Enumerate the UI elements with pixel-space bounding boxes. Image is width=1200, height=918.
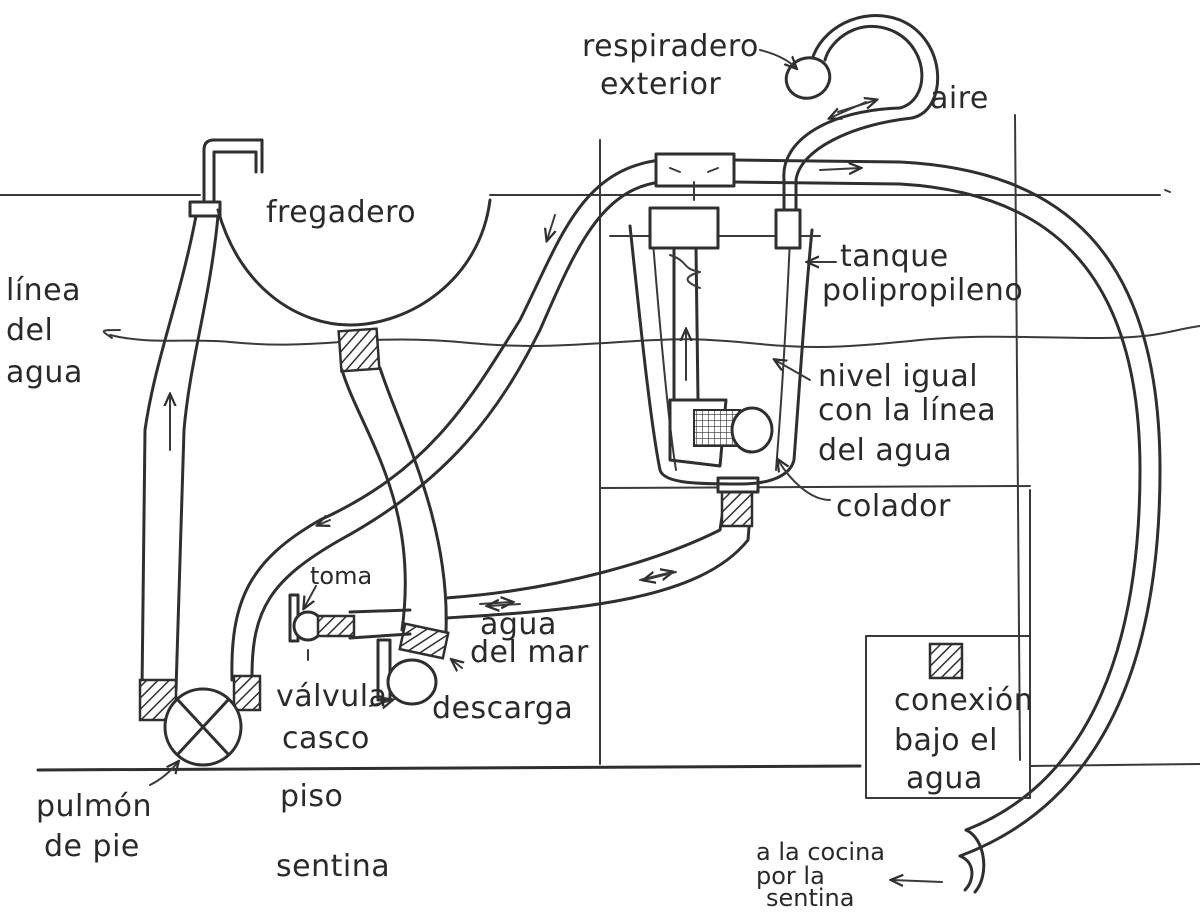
- label-toma: toma: [310, 562, 372, 590]
- water-line: [110, 326, 1200, 347]
- label-respiradero-2: exterior: [600, 67, 721, 102]
- label-tanque-2: polipropileno: [822, 273, 1023, 308]
- label-descarga: descarga: [432, 691, 573, 726]
- vent-hose: [780, 16, 937, 180]
- seawater-hose: [446, 478, 758, 618]
- label-nivel-3: del agua: [818, 433, 952, 468]
- drain-pipe: [339, 329, 449, 659]
- label-fregadero: fregadero: [266, 195, 416, 230]
- label-conexion-3: agua: [906, 761, 983, 796]
- label-linea-3: agua: [6, 355, 83, 390]
- floor-line: [38, 766, 860, 770]
- label-conexion-1: conexión: [894, 683, 1033, 718]
- foot-pump: [165, 689, 241, 765]
- label-colador: colador: [836, 489, 951, 524]
- label-nivel-2: con la línea: [818, 393, 996, 428]
- label-respiradero-1: respiradero: [582, 29, 759, 64]
- pointer-lines: [104, 50, 942, 882]
- pump-to-faucet-hose: [140, 216, 218, 720]
- label-aire: aire: [930, 81, 989, 116]
- label-nivel-1: nivel igual: [818, 359, 978, 394]
- label-valvula-1: válvula: [276, 679, 387, 714]
- label-piso: piso: [280, 779, 343, 814]
- label-linea-2: del: [6, 313, 53, 348]
- tank: [610, 154, 820, 484]
- faucet: [190, 140, 262, 216]
- legend-hatch-swatch: [930, 644, 962, 678]
- label-agua-mar-2: del mar: [470, 635, 589, 670]
- label-valvula-2: casco: [282, 721, 370, 756]
- label-sentina: sentina: [276, 849, 390, 884]
- label-conexion-2: bajo el: [894, 723, 998, 758]
- label-tanque-1: tanque: [840, 239, 949, 274]
- label-cocina-3: sentina: [766, 884, 854, 912]
- label-linea-1: línea: [6, 273, 81, 308]
- label-pulmon-1: pulmón: [36, 789, 152, 824]
- label-pulmon-2: de pie: [44, 829, 140, 864]
